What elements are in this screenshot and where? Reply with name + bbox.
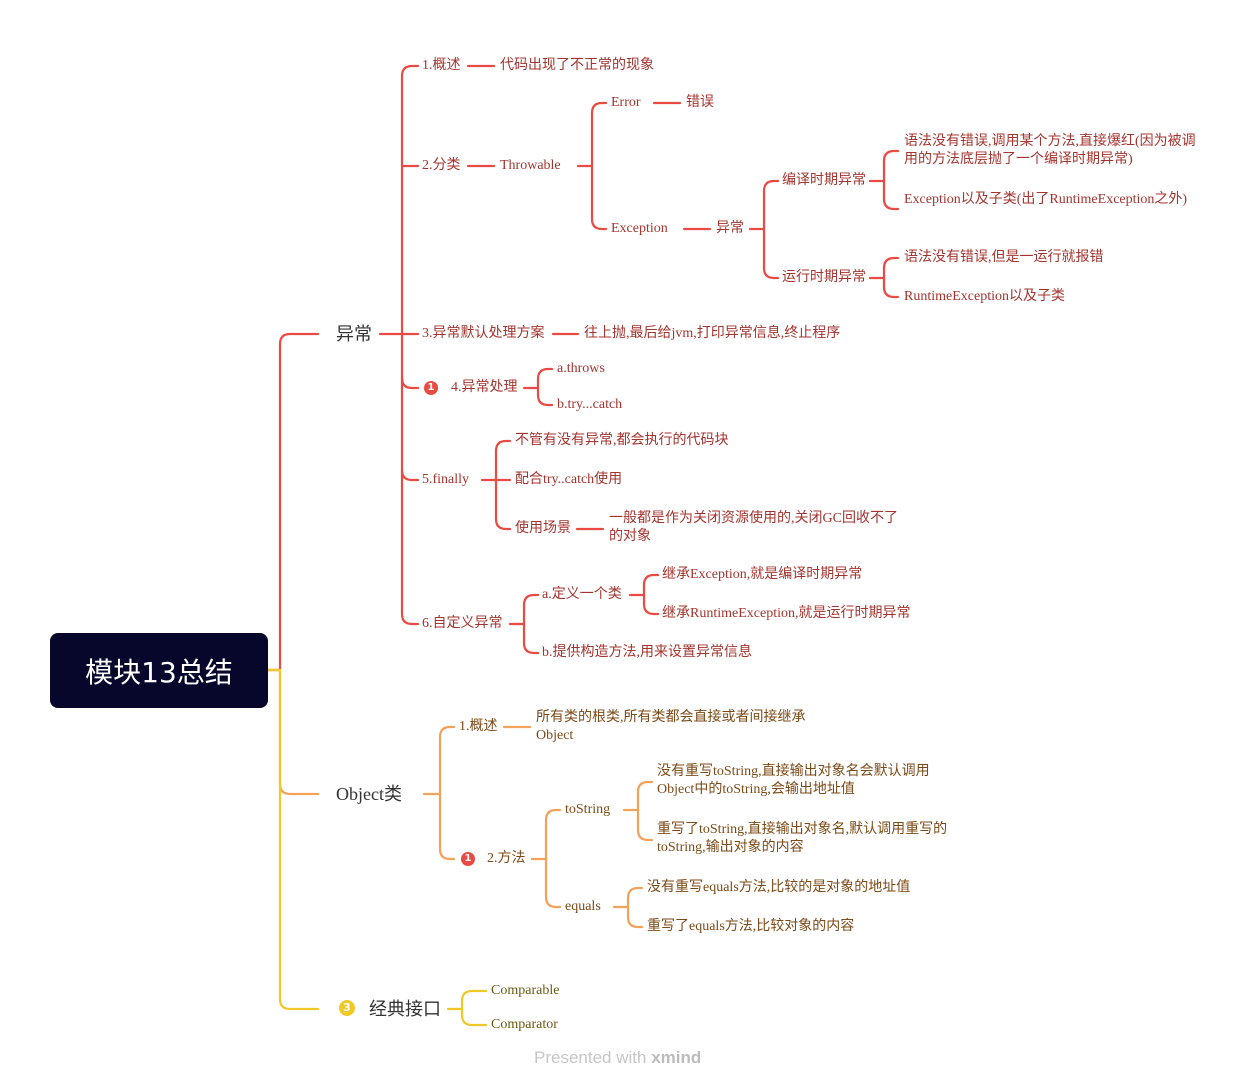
xmind-logo-text: xmind [651, 1048, 702, 1067]
runtime-exception[interactable]: 运行时期异常 [782, 270, 866, 285]
custom-a[interactable]: a.定义一个类 [542, 587, 622, 602]
tostring-item-1[interactable]: 没有重写toString,直接输出对象名会默认调用Object中的toStrin… [657, 764, 930, 797]
finally-item-2[interactable]: 配合try..catch使用 [515, 472, 623, 487]
finally-item-3[interactable]: 使用场景 [515, 521, 571, 536]
default-handling[interactable]: 3.异常默认处理方案 [422, 326, 545, 341]
default-handling-desc[interactable]: 往上抛,最后给jvm,打印异常信息,终止程序 [584, 326, 841, 341]
topic-interfaces[interactable]: 经典接口 [369, 999, 441, 1019]
footer-prefix: Presented with [534, 1048, 647, 1067]
finally-item-1[interactable]: 不管有没有异常,都会执行的代码块 [515, 433, 729, 448]
priority-1-icon: 1 [461, 852, 475, 866]
runtime-item-2[interactable]: RuntimeException以及子类 [904, 289, 1065, 304]
root-topic[interactable]: 模块13总结 [50, 633, 268, 708]
object-methods[interactable]: 2.方法 [487, 851, 526, 866]
topic-exception[interactable]: 异常 [336, 324, 372, 344]
custom-a-2[interactable]: 继承RuntimeException,就是运行时期异常 [662, 606, 911, 621]
finally-node[interactable]: 5.finally [422, 472, 470, 487]
exception-handling[interactable]: 4.异常处理 [451, 380, 518, 395]
custom-b[interactable]: b.提供构造方法,用来设置异常信息 [542, 645, 752, 660]
tostring-node[interactable]: toString [565, 802, 611, 817]
throws-node[interactable]: a.throws [557, 361, 605, 376]
finally-item-3-desc[interactable]: 一般都是作为关闭资源使用的,关闭GC回收不了的对象 [609, 511, 898, 544]
topic-object[interactable]: Object类 [336, 784, 402, 804]
equals-node[interactable]: equals [565, 899, 601, 914]
custom-a-1[interactable]: 继承Exception,就是编译时期异常 [662, 567, 863, 582]
error-desc[interactable]: 错误 [686, 95, 714, 110]
exception-node[interactable]: Exception [611, 221, 668, 236]
comparable-node[interactable]: Comparable [491, 983, 560, 998]
comparator-node[interactable]: Comparator [491, 1017, 558, 1032]
compile-time-item-1[interactable]: 语法没有错误,调用某个方法,直接爆红(因为被调用的方法底层抛了一个编译时期异常) [904, 134, 1196, 167]
custom-exception[interactable]: 6.自定义异常 [422, 616, 503, 631]
tostring-item-2[interactable]: 重写了toString,直接输出对象名,默认调用重写的toString,输出对象… [657, 822, 948, 855]
exception-desc[interactable]: 异常 [716, 221, 744, 236]
equals-item-1[interactable]: 没有重写equals方法,比较的是对象的地址值 [647, 880, 911, 895]
throwable-node[interactable]: Throwable [500, 158, 561, 173]
object-overview[interactable]: 1.概述 [459, 719, 498, 734]
priority-3-icon: 3 [339, 1000, 355, 1016]
object-overview-desc[interactable]: 所有类的根类,所有类都会直接或者间接继承Object [536, 710, 806, 743]
exception-overview-desc[interactable]: 代码出现了不正常的现象 [500, 58, 654, 73]
exception-classify[interactable]: 2.分类 [422, 158, 461, 173]
error-node[interactable]: Error [611, 95, 641, 110]
exception-overview[interactable]: 1.概述 [422, 58, 461, 73]
xmind-watermark: Presented with xmind [534, 1048, 701, 1068]
try-catch-node[interactable]: b.try...catch [557, 397, 623, 412]
compile-time-exception[interactable]: 编译时期异常 [782, 173, 866, 188]
runtime-item-1[interactable]: 语法没有错误,但是一运行就报错 [904, 250, 1104, 265]
equals-item-2[interactable]: 重写了equals方法,比较对象的内容 [647, 919, 855, 934]
priority-1-icon: 1 [424, 381, 438, 395]
compile-time-item-2[interactable]: Exception以及子类(出了RuntimeException之外) [904, 192, 1188, 207]
